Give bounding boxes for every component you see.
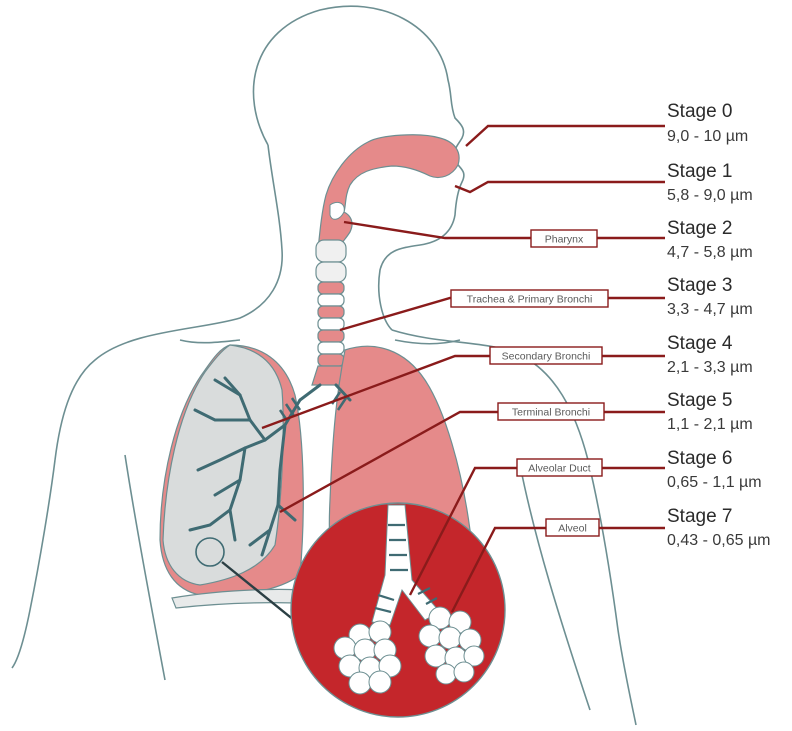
alveol-label: Alveol (558, 523, 587, 535)
stage-4: Stage 4 2,1 - 3,3 µm (667, 333, 753, 376)
stage-range: 4,7 - 5,8 µm (667, 244, 753, 261)
secondary-bronchi-label: Secondary Bronchi (502, 351, 591, 363)
stage-2: Stage 2 4,7 - 5,8 µm (667, 218, 753, 261)
label-trachea: Trachea & Primary Bronchi (451, 290, 608, 307)
label-alveol: Alveol (546, 519, 599, 536)
trachea-label: Trachea & Primary Bronchi (467, 294, 593, 306)
leader-stage1 (455, 182, 665, 192)
alveolar-duct-label: Alveolar Duct (528, 463, 591, 475)
stage-title: Stage 0 (667, 101, 733, 122)
stage-0: Stage 0 9,0 - 10 µm (667, 101, 748, 145)
alveoli-zoom (291, 503, 505, 717)
leader-stage2 (344, 222, 665, 238)
stage-title: Stage 4 (667, 333, 733, 354)
stage-range: 0,43 - 0,65 µm (667, 532, 771, 549)
stage-range: 5,8 - 9,0 µm (667, 187, 753, 204)
stage-title: Stage 5 (667, 390, 733, 411)
upper-airway (318, 135, 459, 250)
stage-list: Stage 0 9,0 - 10 µm Stage 1 5,8 - 9,0 µm… (667, 101, 771, 549)
stage-1: Stage 1 5,8 - 9,0 µm (667, 161, 753, 204)
stage-3: Stage 3 3,3 - 4,7 µm (667, 275, 753, 318)
pharynx-label: Pharynx (545, 234, 584, 246)
stage-5: Stage 5 1,1 - 2,1 µm (667, 390, 753, 433)
nasal-cavity (318, 135, 459, 250)
terminal-bronchi-label: Terminal Bronchi (512, 407, 590, 419)
stage-range: 0,65 - 1,1 µm (667, 474, 762, 491)
label-terminal: Terminal Bronchi (498, 403, 604, 420)
stage-range: 3,3 - 4,7 µm (667, 301, 753, 318)
stage-range: 2,1 - 3,3 µm (667, 359, 753, 376)
label-secondary: Secondary Bronchi (490, 347, 602, 364)
stage-range: 9,0 - 10 µm (667, 128, 748, 145)
stage-title: Stage 6 (667, 448, 733, 469)
stage-title: Stage 1 (667, 161, 733, 182)
stage-7: Stage 7 0,43 - 0,65 µm (667, 506, 771, 549)
stage-title: Stage 7 (667, 506, 733, 527)
leader-stage0 (466, 126, 665, 146)
label-alveolar-duct: Alveolar Duct (517, 459, 602, 476)
trachea (312, 240, 346, 385)
label-pharynx: Pharynx (531, 230, 597, 247)
stage-range: 1,1 - 2,1 µm (667, 416, 753, 433)
stage-6: Stage 6 0,65 - 1,1 µm (667, 448, 762, 491)
stage-title: Stage 2 (667, 218, 733, 239)
stage-title: Stage 3 (667, 275, 733, 296)
